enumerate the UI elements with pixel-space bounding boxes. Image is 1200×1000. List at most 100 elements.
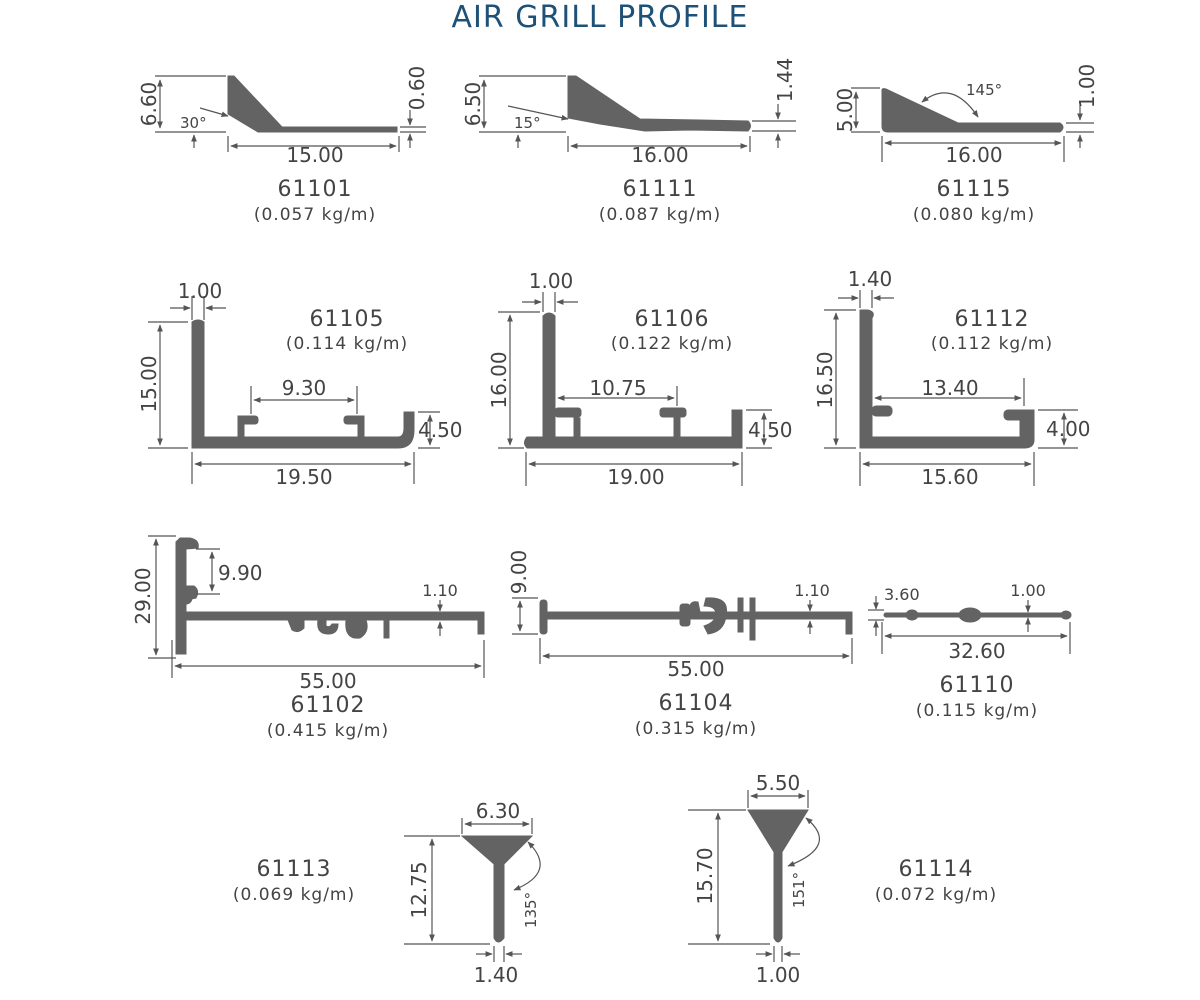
profile-61113-dim-lines — [404, 818, 541, 962]
profile-61105-dim-height: 15.00 — [137, 355, 161, 412]
profile-61106-dim-lip: 4.50 — [748, 418, 793, 442]
profile-61113-shape — [460, 835, 534, 943]
profile-61104-dim-lines — [512, 597, 853, 664]
profile-61102-screw-port — [287, 619, 368, 639]
profile-61114-weight: (0.072 kg/m) — [875, 885, 997, 905]
profile-61113-weight: (0.069 kg/m) — [233, 885, 355, 905]
profile-61114-dim-height: 15.70 — [693, 847, 717, 904]
profile-61104: 9.00 1.10 55.00 61104 (0.315 kg/m) — [507, 550, 853, 739]
profile-61105-left-lip — [237, 415, 259, 425]
profile-61115-shape — [881, 88, 1064, 133]
profile-61101-code: 61101 — [278, 177, 353, 202]
profile-61115: 5.00 145° 1.00 16.00 61115 (0.080 kg/m) — [833, 64, 1099, 225]
profile-61106-dim-height: 16.00 — [487, 351, 511, 408]
profile-61112-dim-gap: 13.40 — [921, 376, 978, 400]
profile-61113-dim-height: 12.75 — [407, 861, 431, 918]
profile-61111-dim-thickness: 1.44 — [773, 58, 797, 103]
profile-61113: 6.30 12.75 135° 1.40 61113 (0.069 kg/m) — [233, 799, 541, 987]
profile-61105-dim-lines — [148, 296, 440, 484]
profile-61102-dim-thickness: 1.10 — [422, 581, 458, 600]
profile-61106-dim-gap: 10.75 — [589, 376, 646, 400]
profile-61112-code: 61112 — [955, 307, 1030, 332]
profile-61110-bead-right — [1060, 610, 1072, 620]
profile-61105-dim-wall: 1.00 — [178, 279, 223, 303]
profile-61102-fin — [383, 619, 390, 639]
profile-61105-weight: (0.114 kg/m) — [286, 334, 408, 354]
profile-61115-dim-angle: 145° — [966, 81, 1002, 99]
profile-61102-dim-width: 55.00 — [299, 669, 356, 693]
profile-61105-dim-gap: 9.30 — [282, 376, 327, 400]
profile-61106-code: 61106 — [635, 307, 710, 332]
profile-61111-dim-width: 16.00 — [631, 143, 688, 167]
profile-61106-dim-lines — [498, 292, 772, 486]
profile-61106-inner-tab — [554, 407, 582, 418]
profile-61101-dim-thickness: 0.60 — [405, 66, 429, 111]
profile-61102: 29.00 9.90 1.10 55.00 61102 (0.415 kg/m) — [131, 535, 485, 741]
profile-61105-code: 61105 — [310, 307, 385, 332]
profile-61112-dim-height: 16.50 — [813, 351, 837, 408]
profile-61113-dim-angle: 135° — [522, 892, 540, 928]
profile-61105-dim-lip: 4.50 — [418, 418, 463, 442]
profile-61115-dim-lines — [851, 87, 1094, 162]
profile-61113-dim-top: 6.30 — [476, 799, 521, 823]
profile-61114-dim-lines — [688, 790, 821, 962]
profile-61104-dim-width: 55.00 — [667, 657, 724, 681]
profile-61110: 3.60 1.00 32.60 61110 (0.115 kg/m) — [868, 581, 1072, 721]
profile-61105: 1.00 15.00 9.30 4.50 19.50 61105 (0.114 … — [137, 279, 463, 489]
profile-61106-right-tab — [659, 407, 687, 418]
profile-61111-dim-angle: 15° — [514, 114, 541, 132]
profile-61112-dim-lines — [824, 290, 1078, 486]
profile-61101: 6.60 30° 0.60 15.00 61101 (0.057 kg/m) — [137, 66, 429, 225]
profile-61110-dim-width: 32.60 — [948, 639, 1005, 663]
profile-61104-dim-thickness: 1.10 — [794, 581, 830, 600]
profile-61112-dim-width: 15.60 — [921, 465, 978, 489]
profile-61112-dim-wall: 1.40 — [848, 267, 893, 291]
profile-61106-weight: (0.122 kg/m) — [611, 334, 733, 354]
profile-61110-weight: (0.115 kg/m) — [916, 701, 1038, 721]
profile-61102-dim-lines — [148, 535, 485, 678]
profile-61101-shape — [227, 75, 398, 133]
profile-61106: 1.00 16.00 10.75 4.50 19.00 61106 (0.122… — [487, 269, 793, 489]
profile-61102-shape — [175, 537, 485, 655]
profile-61112-right-tab — [1003, 409, 1035, 421]
profile-61102-weight: (0.415 kg/m) — [267, 721, 389, 741]
profile-61113-code: 61113 — [257, 857, 332, 882]
profile-61114-code: 61114 — [899, 857, 974, 882]
profile-61115-dim-width: 16.00 — [945, 143, 1002, 167]
profile-61112-dim-lip: 4.00 — [1046, 417, 1091, 441]
profile-61110-dim-rod: 1.00 — [1010, 581, 1046, 600]
profile-61111-dim-height: 6.50 — [461, 82, 485, 127]
page-title: AIR GRILL PROFILE — [451, 0, 749, 35]
profile-61114-dim-angle: 151° — [790, 872, 808, 908]
profile-61104-right-flange — [845, 611, 853, 635]
profile-61115-weight: (0.080 kg/m) — [913, 205, 1035, 225]
profile-61106-dim-width: 19.00 — [607, 465, 664, 489]
profile-61111: 6.50 15° 1.44 16.00 61111 (0.087 kg/m) — [461, 58, 797, 225]
profile-61115-code: 61115 — [937, 177, 1012, 202]
profile-61102-code: 61102 — [291, 693, 366, 718]
profile-61105-dim-width: 19.50 — [275, 465, 332, 489]
profile-61106-shape — [524, 312, 743, 449]
profile-61104-web — [539, 611, 853, 620]
profile-61106-dim-wall: 1.00 — [529, 269, 574, 293]
profile-61104-dim-height: 9.00 — [507, 550, 531, 595]
profile-61104-hook-base — [679, 603, 691, 627]
profile-61101-weight: (0.057 kg/m) — [254, 205, 376, 225]
profile-61111-weight: (0.087 kg/m) — [599, 205, 721, 225]
profile-61115-dim-thickness: 1.00 — [1075, 64, 1099, 109]
profile-61111-shape — [567, 75, 751, 132]
profile-61101-dim-angle: 30° — [180, 114, 207, 132]
profile-61114-dim-stem: 1.00 — [756, 963, 801, 987]
profile-61110-dim-lines — [868, 596, 1071, 654]
profile-61104-fin-a — [737, 597, 744, 633]
profile-61110-code: 61110 — [940, 673, 1015, 698]
profile-61112: 1.40 16.50 13.40 4.00 15.60 61112 (0.112… — [813, 267, 1091, 489]
profile-61115-dim-height: 5.00 — [833, 88, 857, 133]
profile-61113-dim-stem: 1.40 — [474, 963, 519, 987]
profile-61110-dim-bead: 3.60 — [884, 585, 920, 604]
profile-61101-dim-width: 15.00 — [286, 143, 343, 167]
profile-61112-weight: (0.112 kg/m) — [931, 334, 1053, 354]
profile-61102-dim-height: 29.00 — [131, 567, 155, 624]
profile-61105-right-lip — [343, 415, 365, 425]
